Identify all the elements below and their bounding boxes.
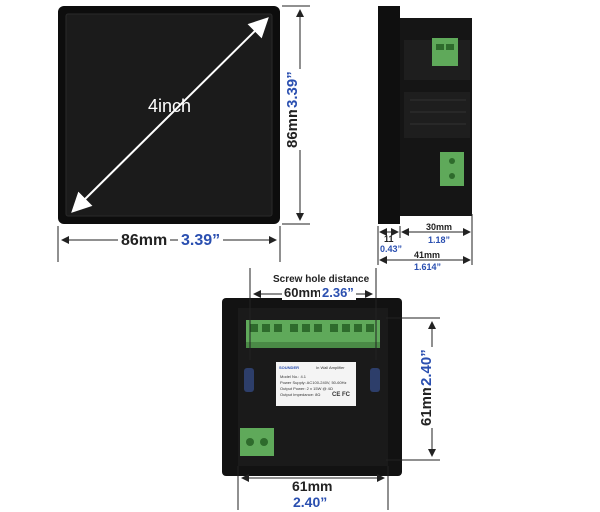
- product-label: [276, 362, 356, 406]
- screw-distance-label: Screw hole distance: [273, 274, 370, 285]
- screw-in: 2.36”: [320, 285, 356, 300]
- side-terminal-top: [432, 38, 458, 66]
- front-height-in: 3.39”: [284, 69, 301, 110]
- terminal-block-bottom: [240, 428, 274, 456]
- total-in: 1.614”: [414, 262, 442, 272]
- front-width-mm: 86mm: [118, 232, 171, 250]
- label-line-3: Output Power: 2 x 15W @ 4Ω: [280, 386, 333, 391]
- front-width-in: 3.39”: [178, 232, 224, 250]
- label-line-1: Model No.: 4.1: [280, 374, 307, 379]
- diagonal-arrow: [71, 17, 269, 213]
- back-view: [222, 268, 440, 510]
- side-terminal-bottom: [440, 152, 464, 186]
- screw-mm: 60mm: [282, 285, 324, 300]
- back-width-mm: 61mm: [292, 478, 333, 494]
- body-in: 1.18”: [428, 235, 451, 245]
- screw-slot-right: [370, 368, 380, 392]
- label-cert: CE FC: [332, 392, 350, 398]
- front-view: [57, 5, 310, 262]
- label-line-4: Output Impedance: 8Ω: [280, 392, 321, 397]
- screw-slot-left: [244, 368, 254, 392]
- back-width-in: 2.40”: [293, 494, 328, 510]
- bezel-mm: 11: [384, 234, 394, 244]
- total-mm: 41mm: [414, 250, 441, 260]
- label-brand: SOUNDER: [279, 365, 300, 370]
- side-view: [377, 6, 473, 265]
- side-bezel: [378, 6, 400, 224]
- back-height-in: 2.40”: [418, 347, 435, 388]
- label-line-2: Power Supply: AC100-240V, 50-60Hz: [280, 380, 347, 385]
- diagonal-label: 4inch: [148, 96, 192, 116]
- label-title: In Wall Amplifier: [316, 365, 345, 370]
- bezel-in: 0.43”: [380, 244, 403, 254]
- body-mm: 30mm: [426, 222, 453, 232]
